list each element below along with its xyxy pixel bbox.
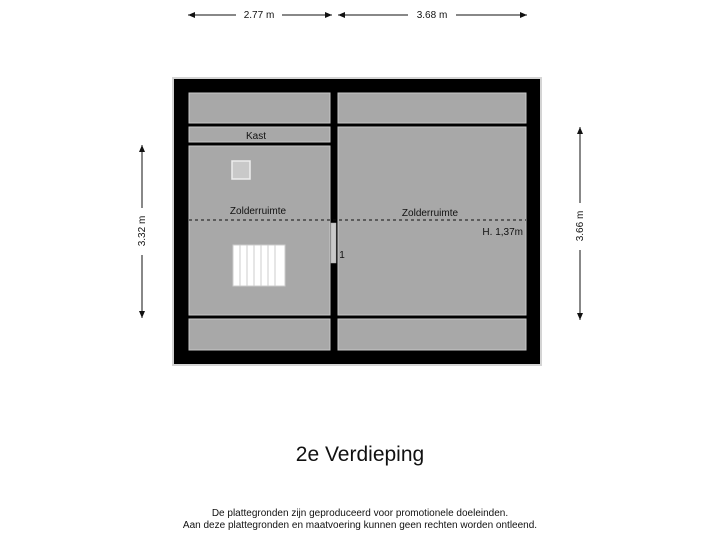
door-opening bbox=[330, 222, 337, 264]
floor-panels bbox=[188, 92, 527, 351]
room-height-label: H. 1,37m bbox=[482, 227, 523, 238]
room-label-zolder-left: Zolderruimte bbox=[230, 206, 287, 217]
dimension-top-left: 2.77 m bbox=[188, 10, 332, 21]
panel-bottom-left bbox=[188, 318, 331, 351]
dimension-top-right-label: 3.68 m bbox=[417, 10, 448, 21]
dimension-left: 3.32 m bbox=[137, 145, 148, 318]
dimension-right-label: 3.66 m bbox=[575, 211, 586, 242]
disclaimer: De plattegronden zijn geproduceerd voor … bbox=[0, 508, 720, 532]
skylight-icon bbox=[231, 160, 251, 180]
room-label-zolder-right: Zolderruimte bbox=[402, 208, 459, 219]
dimension-top-left-label: 2.77 m bbox=[244, 10, 275, 21]
panel-zolder-left bbox=[188, 145, 331, 316]
panel-zolder-right bbox=[337, 126, 527, 316]
dimension-right: 3.66 m bbox=[575, 127, 586, 320]
disclaimer-line-1: De plattegronden zijn geproduceerd voor … bbox=[211, 508, 509, 519]
dimension-left-label: 3.32 m bbox=[137, 216, 148, 247]
stairs-icon bbox=[232, 244, 286, 287]
door-mark: 1 bbox=[339, 250, 345, 261]
panel-kast bbox=[188, 126, 331, 143]
panel-bottom-right bbox=[337, 318, 527, 351]
panel-top-left bbox=[188, 92, 331, 124]
disclaimer-line-2: Aan deze plattegronden en maatvoering ku… bbox=[182, 520, 538, 531]
dimension-top-right: 3.68 m bbox=[338, 10, 527, 21]
panel-top-right bbox=[337, 92, 527, 124]
room-label-kast: Kast bbox=[246, 131, 266, 142]
floor-title: 2e Verdieping bbox=[295, 443, 425, 466]
